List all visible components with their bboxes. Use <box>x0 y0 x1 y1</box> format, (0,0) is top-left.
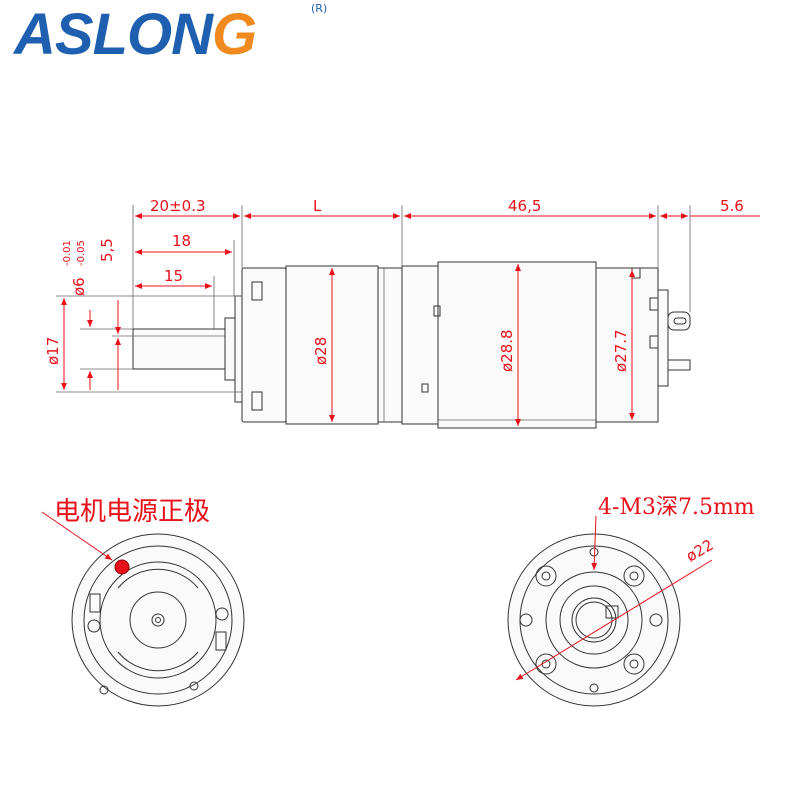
front-view: ø22 4-M3深7.5mm <box>507 495 755 707</box>
shaft-collar <box>224 317 236 381</box>
rear-view: 电机电源正极 <box>41 497 245 707</box>
registered-mark-icon: (R) <box>311 2 328 15</box>
registered-mark-letter: R <box>315 2 323 15</box>
dimension-lines-vertical-body: ø28 ø28.8 ø27.7 <box>312 264 635 426</box>
dim-15-label: 15 <box>164 267 183 285</box>
front-outer-ring <box>507 533 681 707</box>
brand-logo: ASLONG <box>14 6 257 64</box>
terminal-tab-upper <box>667 311 691 331</box>
output-shaft <box>132 328 226 370</box>
dim-17-label: ø17 <box>44 337 62 365</box>
motor-can <box>437 261 597 429</box>
terminal-block <box>657 289 669 387</box>
side-view: 20±0.3 L 46,5 5.6 18 15 ø17 ø6 -0.01 -0.… <box>44 197 760 429</box>
positive-terminal-marker <box>114 559 130 575</box>
gearbox-front <box>241 267 287 423</box>
motor-endcap <box>595 267 659 423</box>
positive-terminal-label: 电机电源正极 <box>54 497 210 527</box>
dimension-lines-vertical-left: ø17 ø6 -0.01 -0.05 5,5 <box>44 238 242 393</box>
mount-holes-label: 4-M3深7.5mm <box>598 495 755 520</box>
dim-shaft-tol-upper: -0.01 <box>62 240 73 266</box>
dim-28-8-label: ø28.8 <box>498 329 516 372</box>
dim-46-5-label: 46,5 <box>508 197 541 215</box>
dim-shaft-tol-lower: -0.05 <box>76 240 87 266</box>
dim-27-7-label: ø27.7 <box>612 329 630 372</box>
brand-name-accent: G <box>212 2 257 67</box>
dim-22-label: ø22 <box>683 536 716 566</box>
dim-5-6-label: 5.6 <box>720 197 744 215</box>
terminal-tab-lower <box>667 359 691 371</box>
dimension-lines-horizontal: 20±0.3 L 46,5 5.6 18 15 <box>132 197 760 329</box>
rear-outer-ring <box>71 533 245 707</box>
dim-28-label: ø28 <box>312 337 330 365</box>
dim-L-label: L <box>313 197 322 215</box>
dim-5-5-label: 5,5 <box>98 238 116 262</box>
dim-20-label: 20±0.3 <box>150 197 206 215</box>
dim-shaft-label: ø6 <box>70 277 88 296</box>
brand-name: ASLON <box>14 2 213 67</box>
dim-18-label: 18 <box>172 232 191 250</box>
motor-neck <box>401 265 441 425</box>
